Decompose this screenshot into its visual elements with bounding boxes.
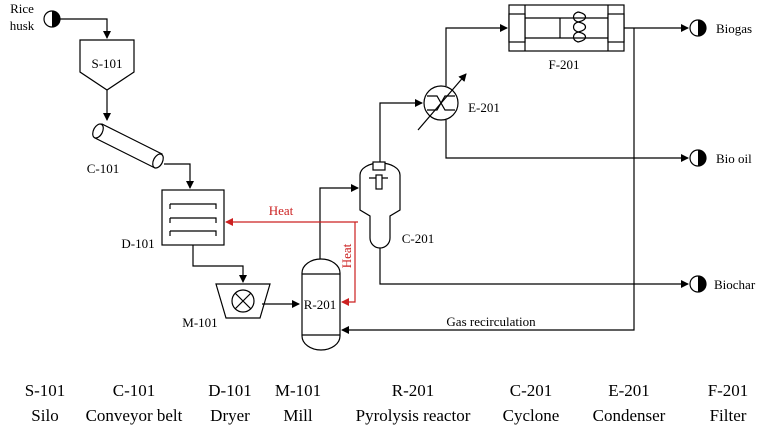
conveyor-tag: C-101 [87,161,120,176]
filter-f201 [508,4,625,52]
reactor-r201 [301,258,341,351]
heat-to-reactor-line [341,222,356,306]
feed-label-line2: husk [10,18,35,33]
legend: S-101 Silo C-101 Conveyor belt D-101 Dry… [25,381,749,425]
condenser-tag: E-201 [468,100,500,115]
filter-tag: F-201 [548,57,579,72]
heat-lines [225,218,358,306]
legend-tag: C-101 [113,381,156,400]
legend-tag: D-101 [208,381,251,400]
biochar-terminal-icon [689,275,707,293]
reactor-tag: R-201 [304,297,337,312]
legend-name: Cyclone [503,406,560,425]
heat-to-reactor-label: Heat [339,243,354,268]
feed-terminal-icon [43,10,61,28]
legend-name: Mill [283,406,313,425]
bio-oil-terminal-icon [689,149,707,167]
mill-m101 [215,283,271,319]
legend-name: Filter [710,406,747,425]
bio-oil-label: Bio oil [716,151,752,166]
condenser-e201 [417,73,467,131]
process-lines [60,18,689,334]
legend-name: Pyrolysis reactor [356,406,471,425]
legend-tag: R-201 [392,381,435,400]
conveyor-c101 [92,123,164,169]
dryer-tag: D-101 [121,236,154,251]
legend-name: Conveyor belt [86,406,183,425]
silo-tag: S-101 [91,56,122,71]
biogas-label: Biogas [716,21,752,36]
legend-tag: C-201 [510,381,553,400]
legend-name: Dryer [210,406,250,425]
feed-label-line1: Rice [10,1,34,16]
cyclone-tag: C-201 [402,231,435,246]
cyclone-c201 [359,161,401,249]
legend-tag: M-101 [275,381,321,400]
gas-recirculation-label: Gas recirculation [446,314,536,329]
legend-tag: F-201 [708,381,749,400]
legend-name: Condenser [593,406,666,425]
dryer-d101 [161,189,225,246]
legend-tag: S-101 [25,381,66,400]
silo-s101 [79,39,135,91]
heat-to-dryer-label: Heat [269,203,294,218]
mill-tag: M-101 [182,315,217,330]
legend-tag: E-201 [608,381,650,400]
biochar-label: Biochar [714,277,756,292]
biogas-terminal-icon [689,19,707,37]
legend-name: Silo [31,406,58,425]
